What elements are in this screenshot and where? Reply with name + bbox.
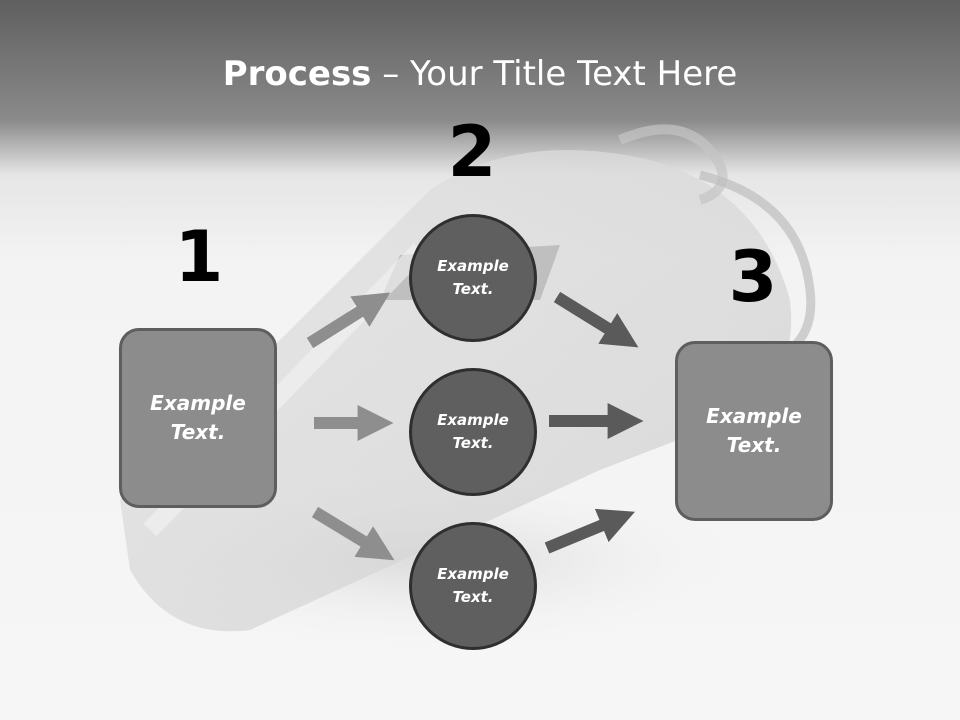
step-2-circle-top: Example Text. (409, 214, 537, 342)
step-2-circle-bottom: Example Text. (409, 522, 537, 650)
arrow-to-circle-top (306, 292, 391, 349)
arrow-bottom-to-step-3 (544, 508, 635, 554)
arrow-to-circle-bottom (311, 506, 395, 561)
step-number-2: 2 (447, 111, 497, 193)
step-3-text: Example Text. (706, 404, 802, 457)
arrow-top-to-step-3 (553, 291, 639, 348)
step-2-circle-middle: Example Text. (409, 368, 537, 496)
slide-title: Process – Your Title Text Here (0, 52, 960, 96)
title-rest-part: – Your Title Text Here (371, 54, 738, 94)
step-1-text: Example Text. (150, 391, 246, 444)
step-3-box: Example Text. (675, 341, 833, 521)
step-number-1: 1 (174, 216, 224, 298)
circle-top-text: Example Text. (437, 257, 509, 298)
title-bold-part: Process (222, 54, 372, 94)
step-number-3: 3 (728, 236, 778, 318)
circle-middle-text: Example Text. (437, 411, 509, 452)
circle-bottom-text: Example Text. (437, 565, 509, 606)
step-1-box: Example Text. (119, 328, 277, 508)
